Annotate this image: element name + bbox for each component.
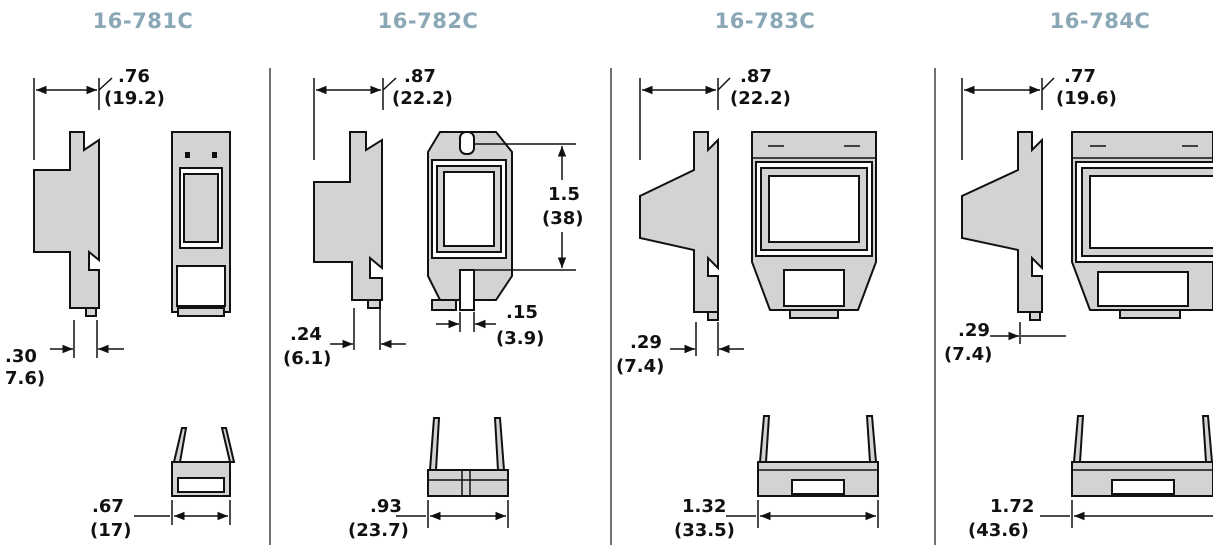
height-dim-in: .87: [740, 66, 772, 87]
width-dim-in: .93: [370, 496, 402, 517]
model-title-1: 16-781C: [93, 9, 194, 33]
depth-dim-mm: (7.4): [944, 344, 992, 365]
height-dim-mm: (22.2): [730, 88, 791, 109]
depth-dim-in: .29: [630, 332, 662, 353]
side-profile: [33, 131, 100, 309]
column-16-783c: .87 (22.2) .29 (7.4) 1.32 (33.5): [616, 66, 879, 541]
column-16-781c: .76 (19.2) .30 7.6) .67 (17): [5, 66, 236, 541]
model-title-4: 16-784C: [1050, 9, 1151, 33]
height-dim-mm: (19.6): [1056, 88, 1117, 109]
width-dim-in: .67: [92, 496, 124, 517]
span-dim-in: 1.5: [548, 184, 580, 205]
width-dim-mm: (33.5): [674, 520, 735, 541]
span-dim-mm: (38): [542, 208, 584, 229]
depth-dim-mm: (6.1): [283, 348, 331, 369]
column-16-782c: .87 (22.2) 1.5 (38) .15 (3.9) .24 (6.1): [283, 66, 584, 541]
width-dim-in: 1.32: [682, 496, 726, 517]
height-dim-in: .77: [1064, 66, 1096, 87]
slot-dim-mm: (3.9): [496, 328, 544, 349]
bottom-view: [427, 469, 509, 497]
width-dim-in: 1.72: [990, 496, 1034, 517]
height-dim-mm: (22.2): [392, 88, 453, 109]
model-title-2: 16-782C: [378, 9, 479, 33]
width-dim-mm: (43.6): [968, 520, 1029, 541]
height-dim-in: .76: [118, 66, 150, 87]
depth-dim-in: .30: [5, 346, 37, 367]
depth-dim-in: .29: [958, 320, 990, 341]
height-dim-in: .87: [404, 66, 436, 87]
side-profile: [313, 131, 383, 301]
height-dim-mm: (19.2): [104, 88, 165, 109]
model-title-3: 16-783C: [715, 9, 816, 33]
side-profile: [639, 131, 719, 313]
depth-dim-mm: (7.4): [616, 356, 664, 377]
column-16-784c: .77 (19.6) .29 (7.4) 1.72 (43.6): [944, 66, 1213, 541]
depth-dim-in: .24: [290, 324, 322, 345]
slot-dim-in: .15: [506, 302, 538, 323]
width-dim-mm: (23.7): [348, 520, 409, 541]
side-profile: [961, 131, 1043, 313]
width-dim-mm: (17): [90, 520, 132, 541]
depth-dim-mm: 7.6): [5, 368, 45, 389]
